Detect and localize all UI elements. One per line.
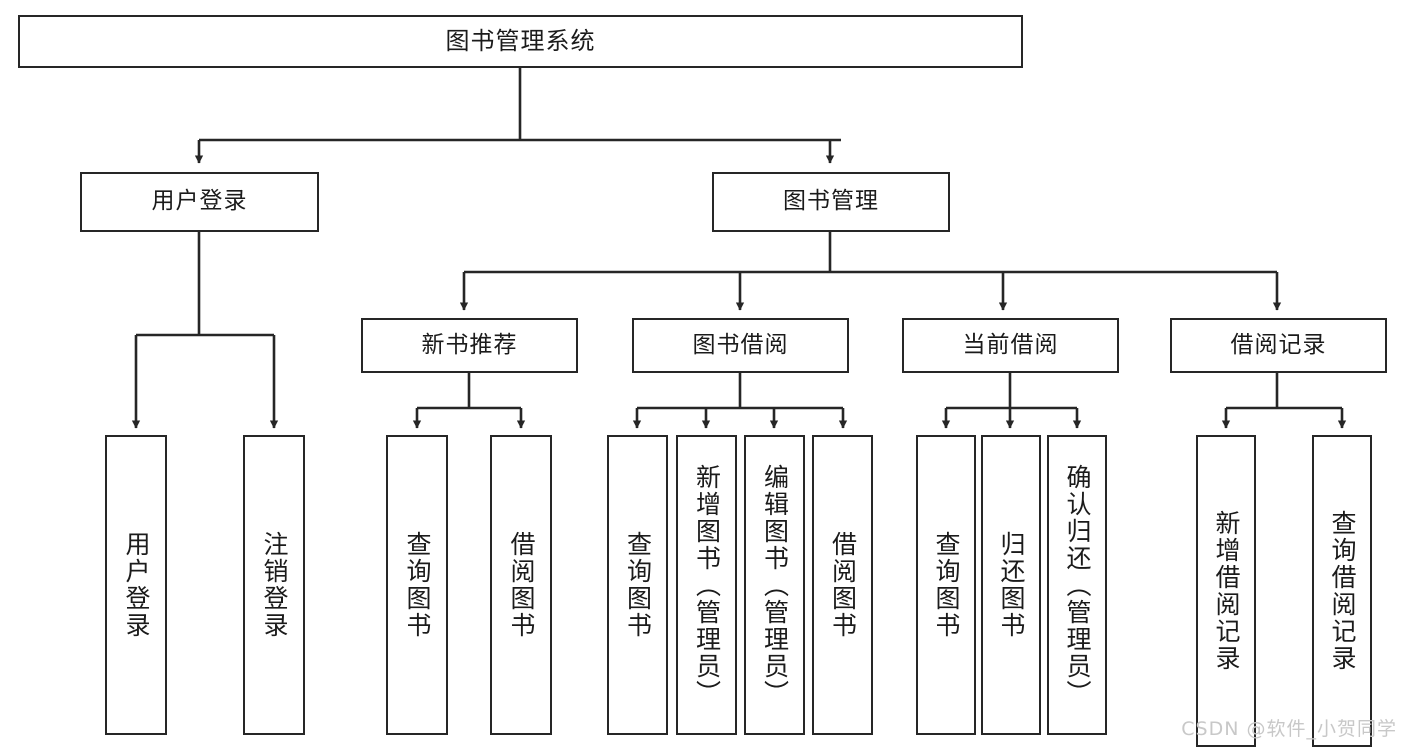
node-book-manage[interactable]: 图书管理 <box>712 172 950 232</box>
node-leaf-edit-book[interactable]: 编辑图书（管理员） <box>744 435 805 735</box>
node-new-book-rec-label: 新书推荐 <box>421 331 518 358</box>
node-leaf-add-book[interactable]: 新增图书（管理员） <box>676 435 737 735</box>
node-leaf-borrow-book-1-label: 借阅图书 <box>507 531 536 639</box>
node-leaf-query-book-1[interactable]: 查询图书 <box>386 435 448 735</box>
node-book-manage-label: 图书管理 <box>783 188 879 215</box>
node-root-label: 图书管理系统 <box>445 27 596 56</box>
node-book-borrow-label: 图书借阅 <box>692 331 789 358</box>
node-borrow-record[interactable]: 借阅记录 <box>1170 318 1387 373</box>
node-leaf-add-record[interactable]: 新增借阅记录 <box>1196 435 1256 747</box>
node-root[interactable]: 图书管理系统 <box>18 15 1023 68</box>
node-leaf-query-book-2-label: 查询图书 <box>623 531 653 639</box>
node-leaf-query-book-2[interactable]: 查询图书 <box>607 435 668 735</box>
node-leaf-return-book[interactable]: 归还图书 <box>981 435 1041 735</box>
node-leaf-query-record[interactable]: 查询借阅记录 <box>1312 435 1372 747</box>
node-leaf-borrow-book-2-label: 借阅图书 <box>828 531 858 639</box>
node-leaf-logout-login-label: 注销登录 <box>260 531 289 639</box>
node-leaf-add-record-label: 新增借阅记录 <box>1212 510 1241 672</box>
node-leaf-borrow-book-2[interactable]: 借阅图书 <box>812 435 873 735</box>
node-user-login[interactable]: 用户登录 <box>80 172 319 232</box>
node-leaf-query-book-3-label: 查询图书 <box>932 531 961 639</box>
node-leaf-borrow-book-1[interactable]: 借阅图书 <box>490 435 552 735</box>
node-current-borrow[interactable]: 当前借阅 <box>902 318 1119 373</box>
node-leaf-user-login[interactable]: 用户登录 <box>105 435 167 735</box>
node-leaf-confirm-return-label: 确认归还（管理员） <box>1063 463 1092 707</box>
node-user-login-label: 用户登录 <box>151 188 248 215</box>
node-leaf-query-record-label: 查询借阅记录 <box>1328 510 1357 672</box>
node-new-book-rec[interactable]: 新书推荐 <box>361 318 578 373</box>
node-leaf-return-book-label: 归还图书 <box>997 531 1026 639</box>
node-leaf-query-book-1-label: 查询图书 <box>403 531 432 639</box>
node-leaf-query-book-3[interactable]: 查询图书 <box>916 435 976 735</box>
node-borrow-record-label: 借阅记录 <box>1230 331 1327 358</box>
node-leaf-confirm-return[interactable]: 确认归还（管理员） <box>1047 435 1107 735</box>
node-current-borrow-label: 当前借阅 <box>962 331 1059 358</box>
node-book-borrow[interactable]: 图书借阅 <box>632 318 849 373</box>
csdn-watermark: CSDN @软件_小贺同学 <box>1181 718 1397 740</box>
node-leaf-logout-login[interactable]: 注销登录 <box>243 435 305 735</box>
node-leaf-edit-book-label: 编辑图书（管理员） <box>760 463 790 707</box>
node-leaf-add-book-label: 新增图书（管理员） <box>692 463 722 707</box>
node-leaf-user-login-label: 用户登录 <box>122 531 151 639</box>
